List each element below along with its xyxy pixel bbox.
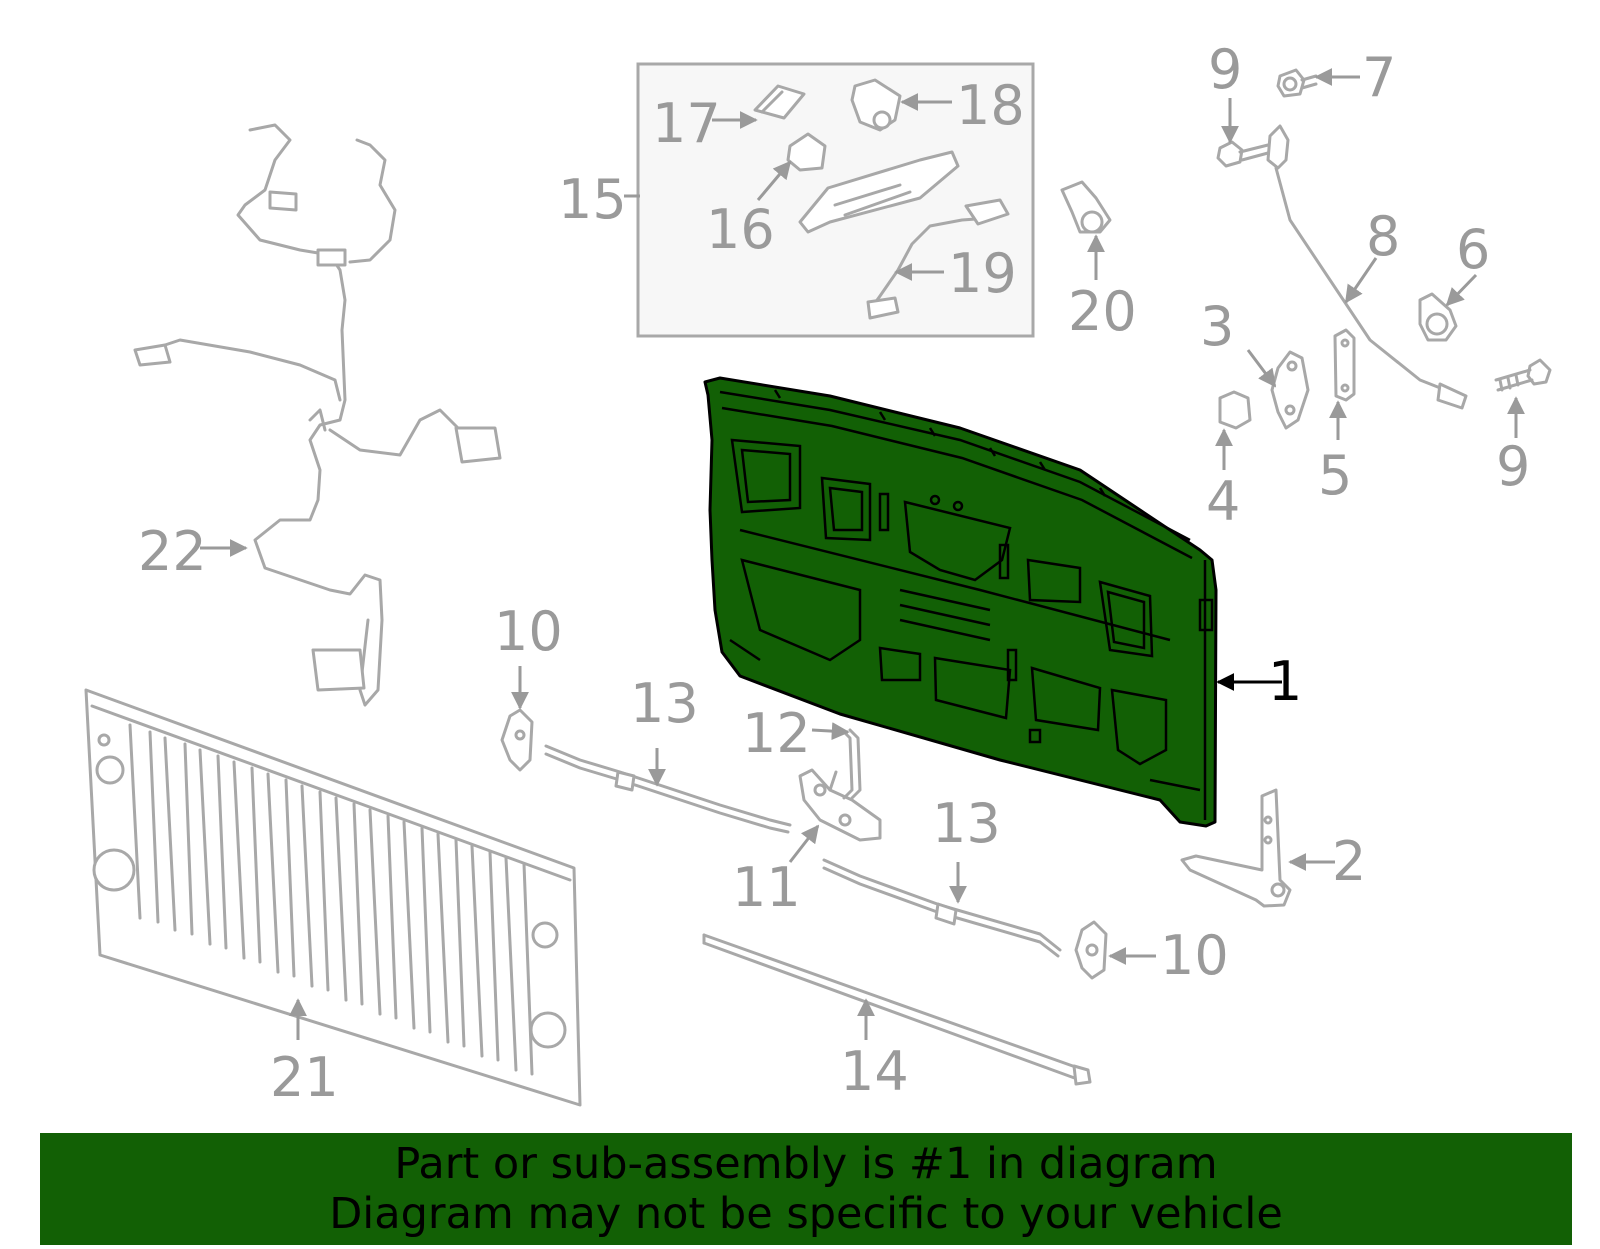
part-13-rod-upper[interactable] (544, 744, 792, 834)
part-3-bracket[interactable] (1270, 350, 1310, 430)
callout-21[interactable]: 21 (270, 1046, 339, 1109)
callout-8[interactable]: 8 (1366, 205, 1400, 268)
callout-13-upper[interactable]: 13 (630, 672, 699, 735)
leader-6 (1445, 273, 1478, 307)
part-13-rod-lower[interactable] (822, 858, 1062, 958)
part-16-camera[interactable] (786, 132, 827, 172)
part-21-outer-panel[interactable] (84, 688, 582, 1107)
part-6-bushing[interactable] (1418, 292, 1458, 342)
part-8-cable[interactable] (1266, 124, 1468, 410)
callout-13-lower[interactable]: 13 (932, 792, 1001, 855)
callout-15[interactable]: 15 (558, 168, 627, 231)
inner-panel-details (719, 389, 1214, 820)
part-1-tailgate-inner-panel[interactable] (703, 376, 1218, 828)
callout-2[interactable]: 2 (1332, 830, 1366, 893)
part-14-torsion-rod[interactable] (702, 933, 1092, 1086)
banner-line-2: Diagram may not be specific to your vehi… (329, 1189, 1283, 1239)
part-22-wiring-harness[interactable] (133, 123, 502, 707)
callout-6[interactable]: 6 (1456, 218, 1490, 281)
outer-panel-ribs (128, 723, 534, 1076)
callout-18[interactable]: 18 (956, 74, 1025, 137)
callout-22[interactable]: 22 (138, 520, 207, 583)
handle-bezel[interactable] (798, 150, 960, 234)
callout-1[interactable]: 1 (1268, 650, 1302, 713)
callout-9-lower[interactable]: 9 (1496, 435, 1530, 498)
callout-17[interactable]: 17 (652, 92, 721, 155)
leader-3 (1246, 349, 1277, 388)
part-18-switch[interactable] (850, 78, 902, 132)
callout-12[interactable]: 12 (742, 702, 811, 765)
callout-labels: 1 2 3 4 5 6 7 8 9 9 10 10 11 12 13 13 14… (138, 38, 1530, 1109)
callout-20[interactable]: 20 (1068, 280, 1137, 343)
leader-11 (788, 824, 820, 863)
leader-8 (1344, 257, 1378, 304)
callout-3[interactable]: 3 (1200, 295, 1234, 358)
callout-10-right[interactable]: 10 (1160, 924, 1229, 987)
part-10-latch-left[interactable] (500, 708, 534, 772)
callout-19[interactable]: 19 (948, 242, 1017, 305)
part-2-hinge[interactable] (1180, 788, 1292, 908)
part-17-cover[interactable] (753, 84, 806, 120)
callout-10-left[interactable]: 10 (494, 600, 563, 663)
part-4-bumper[interactable] (1218, 390, 1252, 430)
callout-5[interactable]: 5 (1318, 444, 1352, 507)
callout-4[interactable]: 4 (1206, 470, 1240, 533)
part-19-harness[interactable] (866, 198, 1010, 320)
part-9-bolt-upper[interactable] (1216, 140, 1270, 168)
callout-7[interactable]: 7 (1362, 46, 1396, 109)
banner-line-1: Part or sub-assembly is #1 in diagram (394, 1139, 1218, 1189)
part-9-bolt-lower[interactable] (1494, 358, 1552, 392)
callout-11[interactable]: 11 (732, 856, 801, 919)
part-12-rod[interactable] (840, 728, 862, 800)
callout-16[interactable]: 16 (706, 198, 775, 261)
part-20-clip[interactable] (1060, 180, 1112, 234)
leader-lines (200, 68, 1525, 1040)
info-banner: Part or sub-assembly is #1 in diagram Di… (40, 1133, 1572, 1245)
callout-14[interactable]: 14 (840, 1040, 909, 1103)
part-11-handle-mechanism[interactable] (798, 768, 882, 842)
leader-12 (811, 722, 850, 741)
callout-9-upper[interactable]: 9 (1208, 38, 1242, 101)
part-5-link[interactable] (1333, 328, 1356, 402)
part-10-latch-right[interactable] (1074, 920, 1108, 980)
part-7-bolt[interactable] (1276, 68, 1318, 98)
leader-16 (756, 160, 792, 201)
